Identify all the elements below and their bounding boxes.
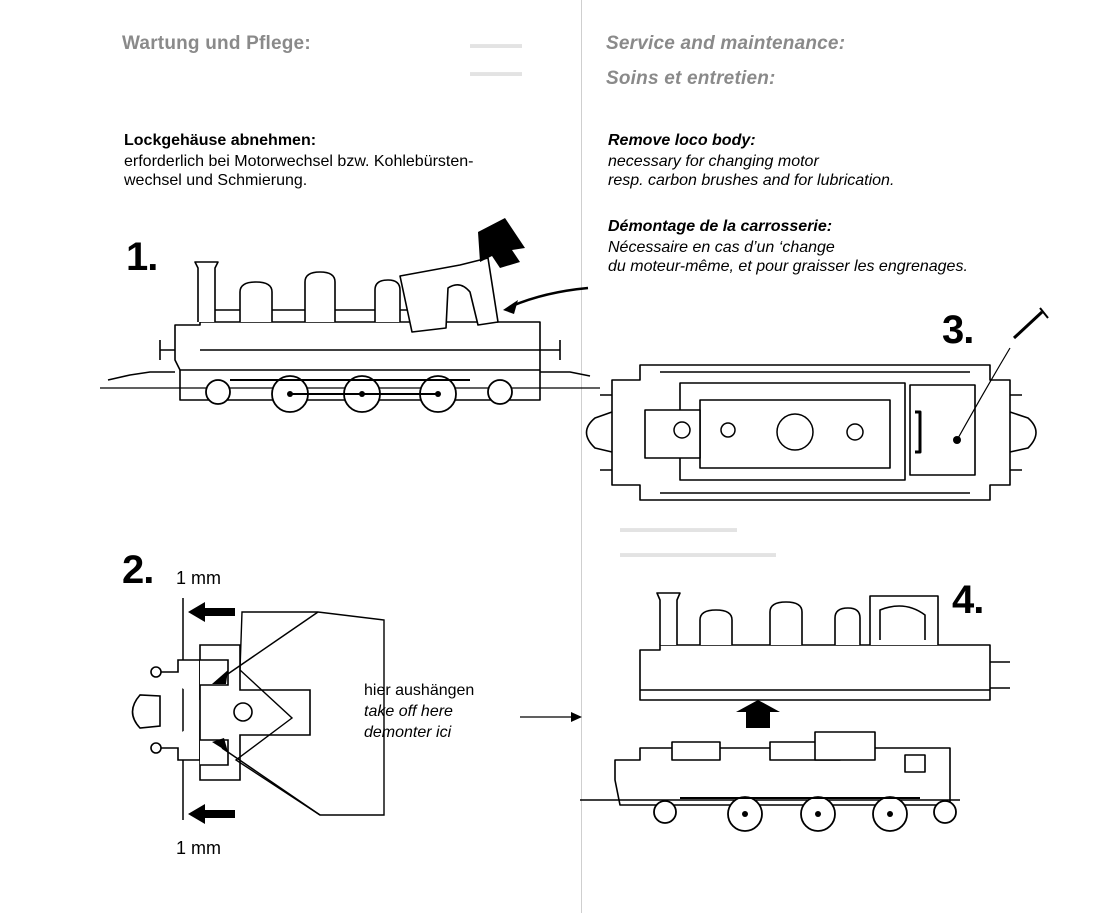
instruction-fr: demonter ici	[364, 724, 452, 741]
bleed-through-text: ▬▬▬▬▬▬▬▬▬▬▬▬	[620, 545, 776, 560]
section-title-fr: Démontage de la carrosserie:	[608, 218, 833, 235]
bleed-through-text: ▬▬▬▬	[470, 36, 522, 51]
section-text-en-line2: resp. carbon brushes and for lubrication…	[608, 172, 895, 189]
heading-en: Service and maintenance:	[606, 33, 846, 54]
section-title-en: Remove loco body:	[608, 132, 756, 149]
section-text-de-line2: wechsel und Schmierung.	[124, 172, 308, 189]
bleed-through-text: ▬▬▬▬	[470, 64, 522, 79]
section-text-en-line1: necessary for changing motor	[608, 153, 819, 170]
instruction-en: take off here	[364, 703, 453, 720]
step-number-3: 3.	[942, 308, 974, 352]
instruction-de: hier aushängen	[364, 682, 475, 699]
page-fold	[581, 0, 582, 913]
step-number-2: 2.	[122, 548, 154, 592]
heading-de: Wartung und Pflege:	[122, 33, 311, 54]
bleed-through-text: ▬▬▬▬▬▬▬▬▬	[620, 520, 737, 535]
section-text-de-line1: erforderlich bei Motorwechsel bzw. Kohle…	[124, 153, 474, 170]
step-number-1: 1.	[126, 235, 158, 279]
section-text-fr-line2: du moteur-même, et pour graisser les eng…	[608, 258, 968, 275]
dimension-label-bottom: 1 mm	[176, 838, 221, 858]
heading-fr: Soins et entretien:	[606, 68, 776, 89]
dimension-label-top: 1 mm	[176, 568, 221, 588]
section-title-de: Lockgehäuse abnehmen:	[124, 132, 317, 149]
step-number-4: 4.	[952, 578, 984, 622]
section-text-fr-line1: Nécessaire en cas d’un ‘change	[608, 239, 835, 256]
